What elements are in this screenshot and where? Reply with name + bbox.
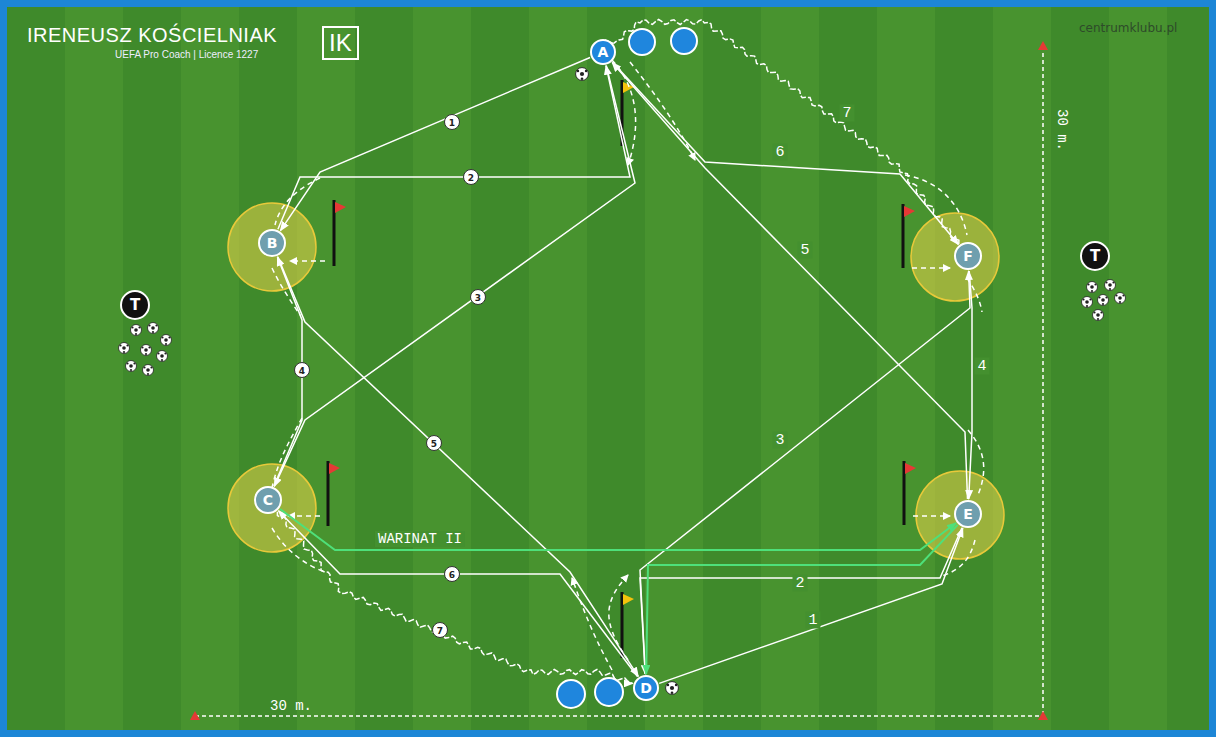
callout-number: 4: [974, 358, 989, 375]
callout-number: 7: [432, 622, 448, 638]
player-letter: B: [267, 235, 278, 251]
callout-number: 7: [839, 105, 854, 122]
pass-arrow: [969, 271, 972, 499]
variant-label: WARINAT II: [375, 531, 465, 547]
callout-number: 4: [294, 362, 310, 378]
dribble-path: [614, 20, 959, 245]
player-circle: B: [258, 229, 286, 257]
pass-arrow: [278, 66, 630, 230]
balls: [119, 68, 1126, 695]
callout-number: 5: [797, 242, 812, 259]
callout-number: 5: [426, 435, 442, 451]
callout-number: 3: [772, 432, 787, 449]
pass-arrow: [274, 66, 635, 487]
dimension-line: [1042, 46, 1044, 716]
zone: [228, 203, 1004, 559]
pitch: [7, 7, 1209, 730]
player-circle: A: [590, 39, 616, 65]
pass-arrow: [280, 509, 956, 550]
watermark: centrumklubu.pl: [1079, 21, 1177, 35]
callout-number: 6: [444, 566, 460, 582]
logo: IK: [322, 26, 359, 60]
dimension-label: 30 m.: [1054, 109, 1070, 151]
pass-arrow: [646, 525, 958, 674]
player-circle: T: [1080, 241, 1110, 271]
player-circle: F: [954, 242, 982, 270]
flags: [328, 80, 916, 658]
pass-arrow: [279, 511, 638, 677]
author-title: IRENEUSZ KOŚCIELNIAK: [27, 24, 277, 47]
player-letter: T: [1090, 247, 1100, 265]
pass-arrow: [280, 58, 590, 231]
pass-arrow: [659, 528, 963, 683]
callout-number: 2: [792, 575, 807, 592]
pass-arrow: [612, 63, 967, 500]
player-circle: D: [633, 675, 659, 701]
player-letter: E: [963, 506, 973, 522]
player-circle: T: [120, 290, 150, 320]
callout-number: 2: [463, 169, 479, 185]
callout-number: 1: [444, 114, 460, 130]
player-circle: E: [954, 500, 982, 528]
player-letter: D: [640, 680, 652, 696]
player-circle: C: [254, 486, 282, 514]
player-letter: A: [598, 44, 609, 60]
callout-number: 3: [470, 289, 486, 305]
dimension-label: 30 m.: [270, 698, 312, 714]
player-letter: C: [263, 492, 273, 508]
callout-number: 1: [805, 612, 820, 629]
dimension-line: [195, 715, 1043, 717]
callout-number: 6: [772, 144, 787, 161]
dribble-path: [277, 512, 632, 684]
pass-arrow: [278, 257, 639, 677]
player-letter: F: [963, 248, 973, 264]
pass-arrow: [613, 62, 959, 244]
player-letter: T: [130, 296, 140, 314]
subtitle: UEFA Pro Coach | Licence 1227: [115, 49, 258, 60]
pass-arrow: [640, 271, 970, 674]
